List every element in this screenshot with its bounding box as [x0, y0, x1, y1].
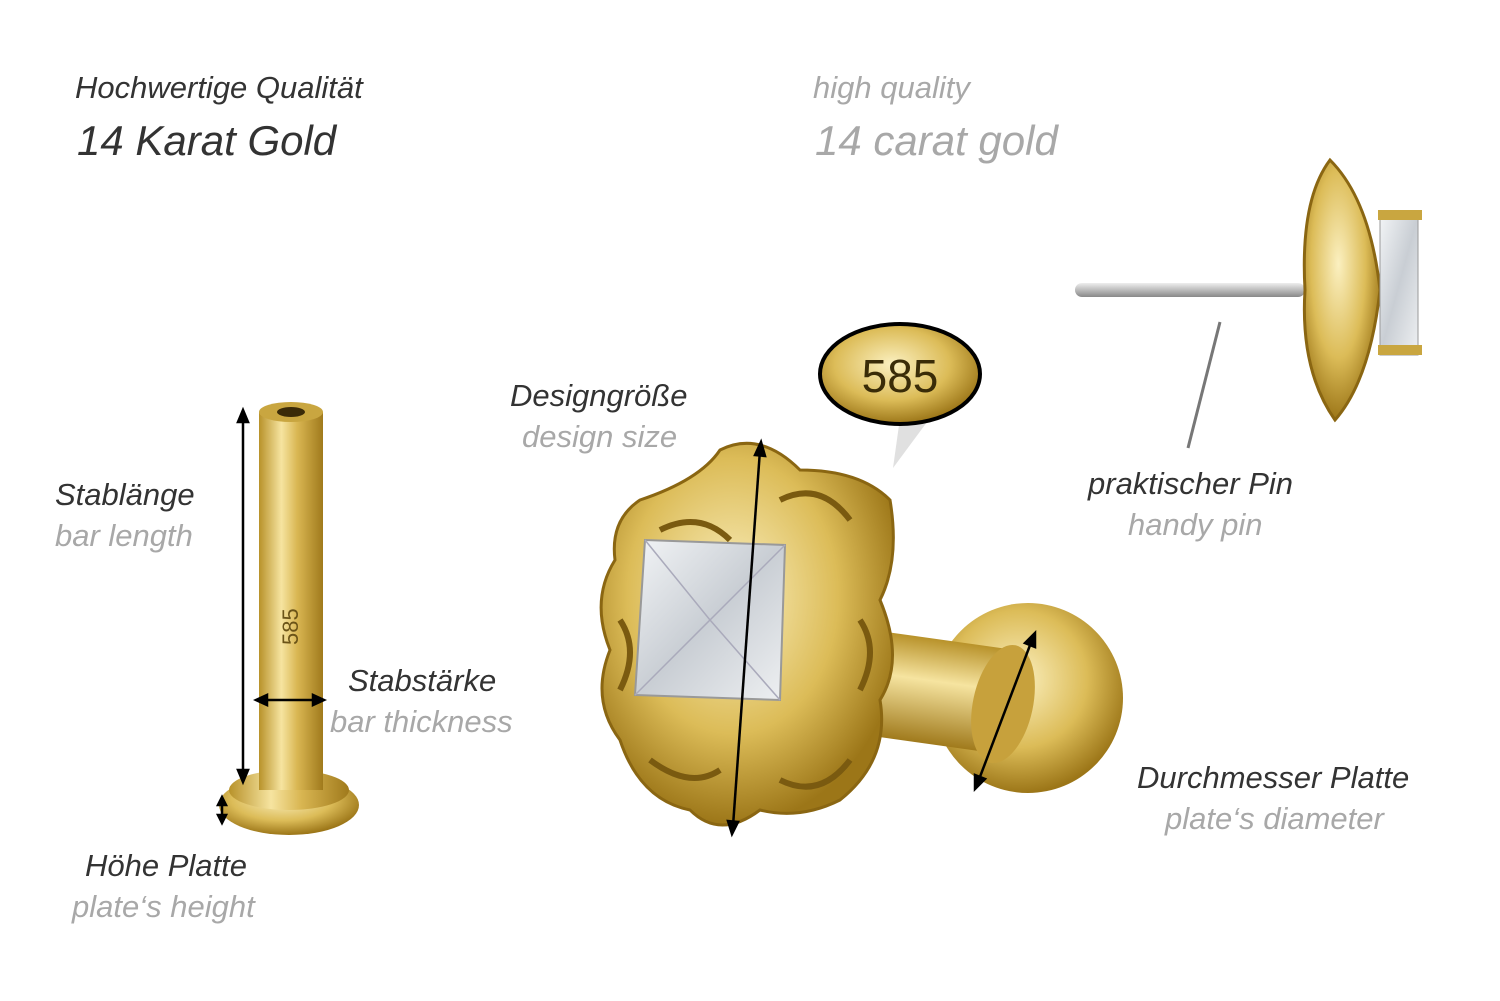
labret-with-ornament: [599, 441, 1123, 827]
hallmark-text: 585: [862, 350, 939, 402]
labret-bar: [219, 402, 359, 835]
label-plate-height-en: plate‘s height: [72, 889, 255, 924]
label-bar-thickness-de: Stabstärke: [348, 663, 497, 698]
header-de-gold: 14 Karat Gold: [77, 117, 337, 164]
measure-arrows-bar: [215, 406, 328, 826]
bar-engraving: 585: [278, 608, 303, 645]
label-bar-thickness-en: bar thickness: [330, 704, 513, 739]
header-en-quality: high quality: [813, 70, 970, 105]
label-design-size-en: design size: [522, 419, 678, 454]
label-pin-de: praktischer Pin: [1088, 466, 1294, 501]
label-plate-diameter-en: plate‘s diameter: [1165, 801, 1384, 836]
label-plate-diameter-de: Durchmesser Platte: [1137, 760, 1410, 795]
header-en-gold: 14 carat gold: [815, 117, 1058, 164]
label-design-size-de: Designgröße: [510, 378, 688, 413]
label-pin-en: handy pin: [1128, 507, 1263, 542]
label-plate-height-de: Höhe Platte: [85, 848, 247, 883]
header-de-quality: Hochwertige Qualität: [75, 70, 363, 105]
measure-arrows-jewel: [726, 438, 1037, 838]
label-bar-length-de: Stablänge: [55, 477, 195, 512]
pin-side-view: [1075, 157, 1422, 449]
label-bar-length-en: bar length: [55, 518, 193, 553]
hallmark-badge: 585: [818, 322, 982, 468]
